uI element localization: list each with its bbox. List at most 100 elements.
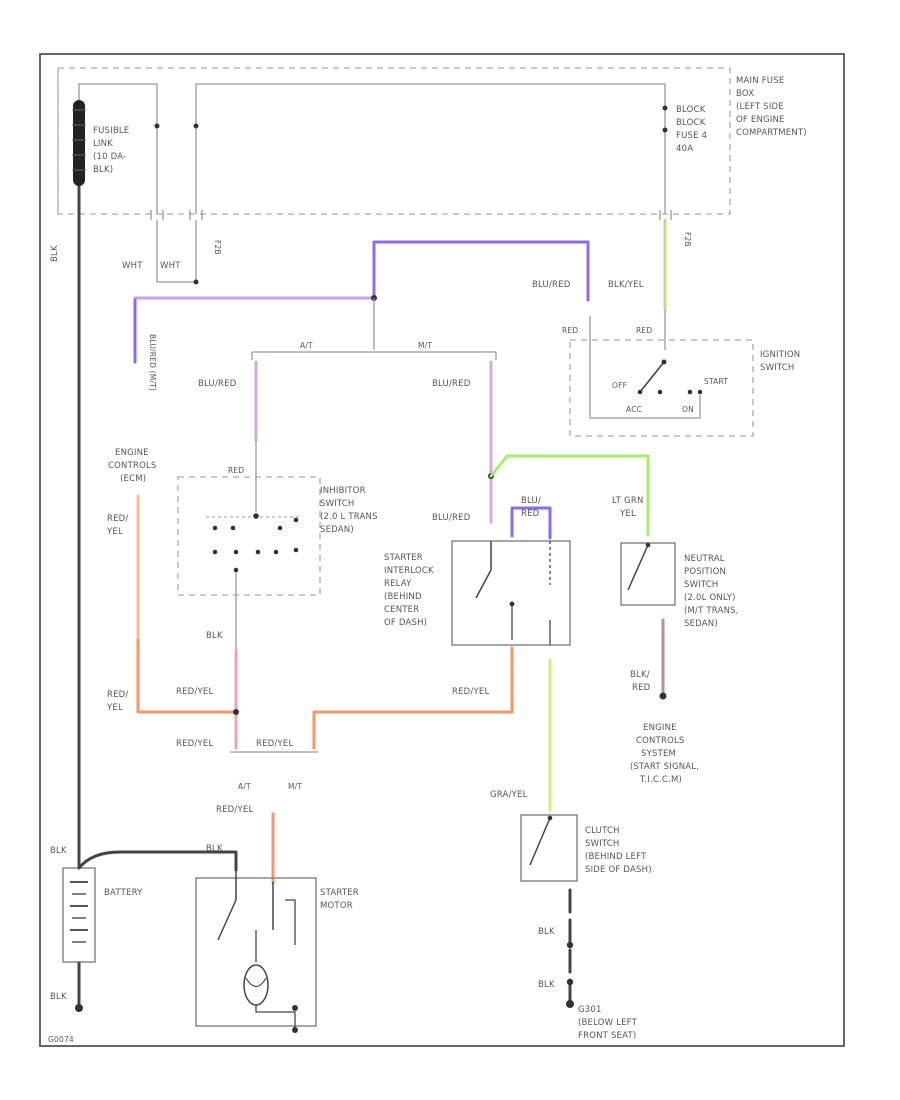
svg-text:(ECM): (ECM)	[120, 474, 146, 484]
wire-label-blk-red: BLK/ RED	[630, 670, 651, 693]
svg-text:COMPARTMENT): COMPARTMENT)	[736, 128, 807, 138]
svg-text:40A: 40A	[676, 144, 693, 154]
main-fuse-box-outline	[57, 67, 731, 215]
svg-text:BLOCK: BLOCK	[676, 118, 706, 128]
wire-label-red-yel-ecm: RED/ YEL	[106, 514, 129, 537]
svg-text:(M/T TRANS,: (M/T TRANS,	[684, 606, 739, 616]
connector-label-f2b-right: F2B	[683, 232, 692, 247]
battery-icon	[62, 867, 96, 963]
wire-label-wht-2: WHT	[160, 261, 181, 271]
fusible-link-icon	[72, 100, 86, 186]
svg-text:(2.0 L TRANS: (2.0 L TRANS	[320, 512, 378, 522]
svg-text:RED: RED	[632, 683, 651, 693]
svg-text:(START SIGNAL,: (START SIGNAL,	[630, 762, 699, 772]
ign-label-on: ON	[682, 405, 694, 414]
svg-text:NEUTRAL: NEUTRAL	[684, 554, 725, 564]
wire-label-blk-yel-top: BLK/YEL	[608, 280, 644, 290]
svg-text:BLK): BLK)	[93, 165, 113, 175]
svg-text:STARTER: STARTER	[384, 553, 423, 563]
svg-text:(LEFT SIDE: (LEFT SIDE	[736, 102, 784, 112]
ign-label-red-left: RED	[562, 326, 578, 335]
svg-text:RED/: RED/	[107, 514, 129, 524]
starter-motor-internals	[217, 870, 298, 1033]
svg-text:(BEHIND LEFT: (BEHIND LEFT	[585, 852, 647, 862]
wire-blk-battery-starter	[77, 850, 238, 872]
fuse-box-inner-bus	[78, 83, 158, 214]
wire-label-blk-left: BLK	[50, 245, 60, 262]
ign-label-acc: ACC	[626, 405, 642, 414]
wire-lt-grn-yel	[489, 454, 650, 537]
wire-label-blk-battery-top: BLK	[50, 846, 67, 856]
starter-interlock-relay	[451, 540, 571, 646]
svg-text:T.I.C.C.M): T.I.C.C.M)	[639, 775, 682, 785]
wire-red-yel-relay	[312, 646, 514, 750]
svg-text:YEL: YEL	[619, 509, 636, 519]
wire-label-blk-1: BLK	[538, 927, 555, 937]
svg-text:MAIN FUSE: MAIN FUSE	[736, 76, 784, 86]
svg-text:SEDAN): SEDAN)	[684, 619, 718, 629]
wire-label-wht-1: WHT	[122, 261, 143, 271]
svg-text:(10 DA-: (10 DA-	[93, 152, 126, 162]
svg-text:IGNITION: IGNITION	[760, 350, 800, 360]
ign-label-start: START	[704, 377, 728, 386]
ignition-switch-outline	[569, 339, 754, 437]
neutral-position-switch	[620, 542, 676, 606]
svg-text:FRONT SEAT): FRONT SEAT)	[578, 1031, 636, 1041]
svg-text:SWITCH: SWITCH	[760, 363, 795, 373]
ignition-switch-label: IGNITION SWITCH	[760, 350, 800, 373]
wire-label-blu-red-mid: BLU/RED	[432, 379, 471, 389]
clutch-switch-label: CLUTCH SWITCH (BEHIND LEFT SIDE OF DASH)	[585, 826, 652, 875]
inhibitor-switch-contacts	[206, 513, 302, 650]
diagram-id: G0074	[48, 1035, 74, 1044]
engine-control-system-label: ENGINE CONTROLS SYSTEM (START SIGNAL, T.…	[630, 723, 699, 785]
svg-text:CONTROLS: CONTROLS	[636, 736, 685, 746]
wire-label-red-yel-bottom: RED/YEL	[216, 805, 253, 815]
split-label-mt-top: M/T	[418, 341, 432, 350]
svg-text:SWITCH: SWITCH	[684, 580, 719, 590]
main-fuse-box-label: MAIN FUSE BOX (LEFT SIDE OF ENGINE COMPA…	[736, 76, 807, 138]
svg-text:FUSIBLE: FUSIBLE	[93, 126, 129, 136]
wire-label-blu-red-vertical: BLU/RED (M/T)	[148, 334, 157, 391]
wire-label-red-yel-left: RED/ YEL	[106, 690, 129, 713]
wire-label-red-yel-right: RED/YEL	[452, 687, 489, 697]
svg-text:CENTER: CENTER	[384, 605, 419, 615]
svg-text:CONTROLS: CONTROLS	[108, 461, 157, 471]
svg-text:FUSE 4: FUSE 4	[676, 131, 707, 141]
wire-label-blk-2: BLK	[538, 980, 555, 990]
svg-text:LINK: LINK	[93, 139, 113, 149]
engine-controls-label: ENGINE CONTROLS (ECM)	[108, 448, 157, 484]
svg-text:SYSTEM: SYSTEM	[641, 749, 676, 759]
wire-label-blk-inh: BLK	[206, 631, 223, 641]
svg-text:SWITCH: SWITCH	[585, 839, 620, 849]
ignition-switch-contacts	[589, 316, 703, 419]
svg-text:OF DASH): OF DASH)	[384, 618, 427, 628]
wire-label-blu-red-top: BLU/RED	[532, 280, 571, 290]
clutch-switch	[520, 814, 578, 882]
svg-text:INTERLOCK: INTERLOCK	[384, 566, 434, 576]
svg-text:SWITCH: SWITCH	[320, 499, 355, 509]
svg-text:BOX: BOX	[736, 89, 754, 99]
svg-text:SEDAN): SEDAN)	[320, 525, 354, 535]
svg-text:RED/: RED/	[107, 690, 129, 700]
inhibitor-switch-outline	[177, 476, 321, 596]
neutral-position-switch-label: NEUTRAL POSITION SWITCH (2.0L ONLY) (M/T…	[684, 554, 739, 629]
ign-label-off: OFF	[612, 381, 627, 390]
wire-label-blu-red-relay: BLU/ RED	[521, 496, 541, 519]
diagram-frame	[39, 53, 845, 1047]
wire-blu-red-top	[372, 240, 590, 302]
svg-text:INHIBITOR: INHIBITOR	[320, 486, 366, 496]
svg-text:RELAY: RELAY	[384, 579, 412, 589]
wire-label-red-yel-mid: RED/YEL	[176, 687, 213, 697]
svg-text:CLUTCH: CLUTCH	[585, 826, 620, 836]
svg-text:SIDE OF DASH): SIDE OF DASH)	[585, 865, 652, 875]
inhibitor-switch-label: INHIBITOR SWITCH (2.0 L TRANS SEDAN)	[320, 486, 378, 535]
svg-text:LT GRN: LT GRN	[612, 496, 644, 506]
svg-text:YEL: YEL	[106, 703, 123, 713]
svg-text:BLOCK: BLOCK	[676, 105, 706, 115]
svg-text:YEL: YEL	[106, 527, 123, 537]
split-label-at-bottom: A/T	[238, 782, 251, 791]
svg-text:(BELOW LEFT: (BELOW LEFT	[578, 1018, 638, 1028]
svg-text:POSITION: POSITION	[684, 567, 726, 577]
svg-text:(2.0L ONLY): (2.0L ONLY)	[684, 593, 736, 603]
svg-text:(BEHIND: (BEHIND	[384, 592, 422, 602]
